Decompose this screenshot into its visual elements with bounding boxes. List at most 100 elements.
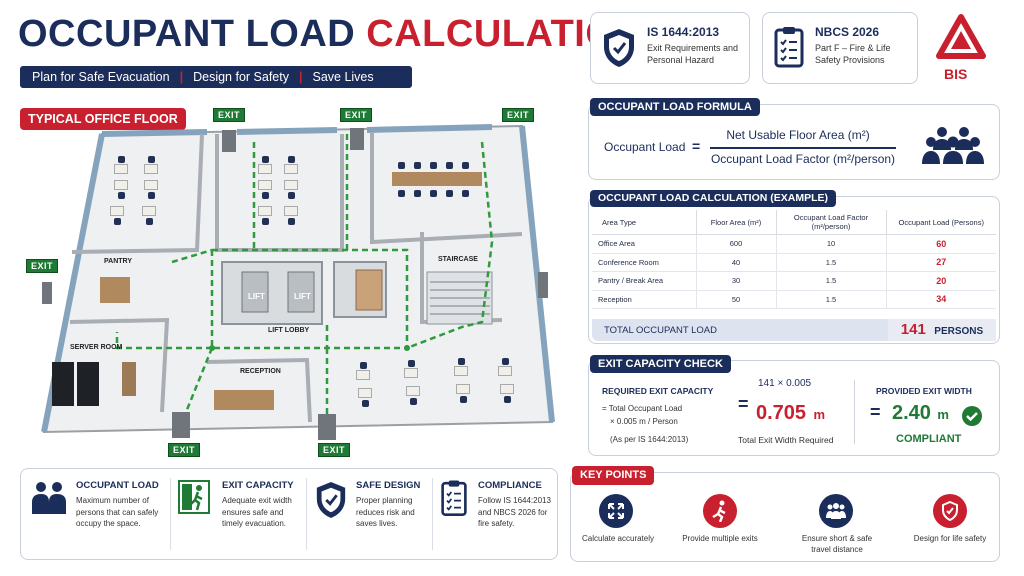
info-text: Follow IS 1644:2013 and NBCS 2026 for fi… [478, 496, 551, 529]
page-title: OCCUPANT LOAD CALCULATION [18, 12, 643, 56]
standard-desc: Exit Requirements and Personal Hazard [647, 43, 739, 65]
exit-result-value: 0.705 [756, 402, 807, 424]
divider [170, 478, 171, 550]
total-row: TOTAL OCCUPANT LOAD 141 PERSONS [592, 319, 996, 341]
check-circle-icon [962, 406, 982, 426]
group-icon [819, 494, 853, 528]
exit-divider [854, 380, 855, 444]
arrows-icon [599, 494, 633, 528]
formula-lhs: Occupant Load [604, 140, 686, 154]
bis-logo-text: BIS [944, 66, 968, 82]
formula-numerator: Net Usable Floor Area (m²) [726, 128, 870, 142]
clipboard-icon [774, 27, 804, 68]
bis-logo-icon [936, 14, 986, 59]
exit-result-unit: m [813, 407, 826, 422]
formula-equals: = [692, 138, 701, 154]
runner-icon [703, 494, 737, 528]
room-server-label: SERVER ROOM [70, 344, 123, 351]
provided-value: 2.40 [892, 402, 931, 424]
total-label: TOTAL OCCUPANT LOAD [604, 325, 717, 336]
exit-sign: EXIT [502, 108, 535, 122]
info-title: COMPLIANCE [478, 480, 542, 491]
formula-header: OCCUPANT LOAD FORMULA [590, 98, 760, 116]
exit-sign: EXIT [340, 108, 373, 122]
standard-code: NBCS 2026 [815, 25, 880, 39]
total-value-cell: 141 PERSONS [888, 319, 996, 341]
floor-plan: PANTRY SERVER ROOM STAIRCASE LIFT LOBBY … [22, 122, 562, 452]
tagline-bar: Plan for Safe Evacuation | Design for Sa… [20, 66, 412, 88]
key-points-card [570, 472, 1000, 562]
exit-sign: EXIT [318, 443, 351, 457]
exit-expression: 141 × 0.005 [758, 378, 812, 389]
info-title: SAFE DESIGN [356, 480, 421, 491]
exit-sign: EXIT [213, 108, 246, 122]
floor-plan-title: TYPICAL OFFICE FLOOR [20, 108, 186, 130]
key-points-header: KEY POINTS [572, 466, 655, 485]
exit-capacity-header: EXIT CAPACITY CHECK [590, 355, 731, 373]
required-exit-line2: × 0.005 m / Person [610, 417, 678, 426]
formula-divider [710, 147, 896, 149]
lift-label: LIFT [294, 292, 311, 301]
people-group-icon [922, 127, 984, 164]
calculation-header: OCCUPANT LOAD CALCULATION (EXAMPLE) [590, 190, 837, 207]
info-text: Proper planning reduces risk and saves l… [356, 496, 415, 529]
shield-icon [604, 29, 634, 67]
exit-equals-1: = [738, 394, 749, 414]
clipboard-icon [441, 480, 467, 516]
shield-check-icon [933, 494, 967, 528]
exit-result-caption: Total Exit Width Required [738, 435, 834, 445]
divider [432, 478, 433, 550]
room-lift-lobby-label: LIFT LOBBY [268, 327, 310, 334]
formula-denominator: Occupant Load Factor (m²/person) [710, 152, 896, 166]
total-value: 141 [900, 321, 926, 338]
info-strip [20, 468, 558, 560]
exit-runner-icon [178, 480, 210, 514]
col-header: Occupant Load Factor (m²/person) [776, 210, 887, 235]
exit-sign: EXIT [168, 443, 201, 457]
provided-exit-value: 2.40 m [892, 402, 949, 425]
tagline-item: Design for Safety [193, 70, 289, 84]
required-exit-title: REQUIRED EXIT CAPACITY [602, 386, 714, 396]
info-text: Adequate exit width ensures safe and tim… [222, 496, 292, 529]
provided-exit-title: PROVIDED EXIT WIDTH [876, 386, 972, 396]
tagline-item: Save Lives [312, 70, 374, 84]
title-part1: OCCUPANT LOAD [18, 13, 356, 55]
required-exit-line3: (As per IS 1644:2013) [610, 435, 689, 444]
shield-icon [316, 482, 346, 518]
col-header: Occupant Load (Persons) [886, 210, 996, 235]
lift-label: LIFT [248, 292, 265, 301]
required-exit-line1: = Total Occupant Load [602, 404, 683, 413]
standard-card-is1644: IS 1644:2013 Exit Requirements and Perso… [590, 12, 750, 84]
standard-code: IS 1644:2013 [647, 25, 720, 39]
info-title: OCCUPANT LOAD [76, 480, 159, 491]
standard-card-nbcs: NBCS 2026 Part F – Fire & Life Safety Pr… [762, 12, 918, 84]
room-staircase-label: STAIRCASE [438, 256, 478, 263]
col-header: Area Type [592, 210, 697, 235]
room-reception-label: RECEPTION [240, 368, 281, 375]
exit-result: 0.705 m [756, 402, 825, 425]
people-icon [32, 482, 66, 514]
total-unit: PERSONS [934, 326, 984, 337]
floor-plan-drawing [41, 124, 555, 440]
key-point-label: Ensure short & safe travel distance [801, 534, 873, 554]
exit-equals-2: = [870, 402, 881, 422]
key-point-label: Provide multiple exits [682, 534, 758, 543]
info-title: EXIT CAPACITY [222, 480, 294, 491]
compliance-status: COMPLIANT [896, 433, 962, 445]
divider [306, 478, 307, 550]
exit-capacity-card [588, 360, 1000, 456]
col-header: Floor Area (m²) [696, 210, 777, 235]
provided-unit: m [937, 407, 949, 422]
tagline-item: Plan for Safe Evacuation [32, 70, 170, 84]
exit-sign: EXIT [26, 259, 59, 273]
standard-desc: Part F – Fire & Life Safety Provisions [815, 43, 891, 65]
room-pantry-label: PANTRY [104, 258, 132, 265]
calculation-table: Area Type Floor Area (m²) Occupant Load … [592, 210, 996, 309]
key-point-label: Calculate accurately [581, 534, 655, 543]
info-text: Maximum number of persons that can safel… [76, 496, 159, 529]
